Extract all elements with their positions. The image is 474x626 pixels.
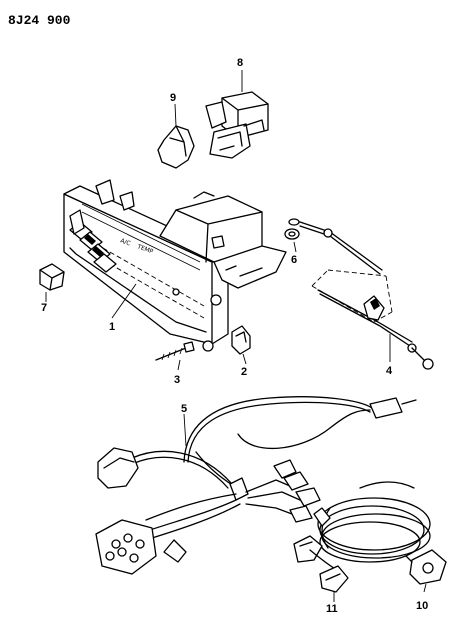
part-7-switch (39, 263, 65, 302)
part-11-relay (293, 507, 349, 602)
part-9-control-knob (157, 103, 195, 169)
callout-4: 4 (386, 365, 393, 377)
callout-1: 1 (109, 321, 115, 333)
part-3-screw (155, 341, 195, 371)
part-6-grommet (284, 218, 300, 253)
callout-10: 10 (416, 600, 428, 612)
callout-8: 8 (237, 57, 243, 69)
callout-11: 11 (326, 603, 338, 615)
callout-5: 5 (181, 403, 187, 415)
part-10-coiled-harness (317, 481, 447, 593)
callout-2: 2 (241, 366, 247, 378)
callout-3: 3 (174, 374, 180, 386)
panel-legend-ac: A/C (119, 237, 131, 247)
part-4-cable-switch (299, 221, 434, 370)
callout-9: 9 (170, 92, 176, 104)
drawing-code: 8J24 900 (8, 13, 71, 28)
part-8-resistor-block (205, 70, 269, 159)
part-1-control-panel: A/C TEMP (63, 179, 287, 352)
callout-7: 7 (41, 302, 47, 314)
part-5-wiring-harness (95, 396, 417, 575)
callout-6: 6 (291, 254, 297, 266)
part-2-clip-nut (231, 325, 251, 365)
